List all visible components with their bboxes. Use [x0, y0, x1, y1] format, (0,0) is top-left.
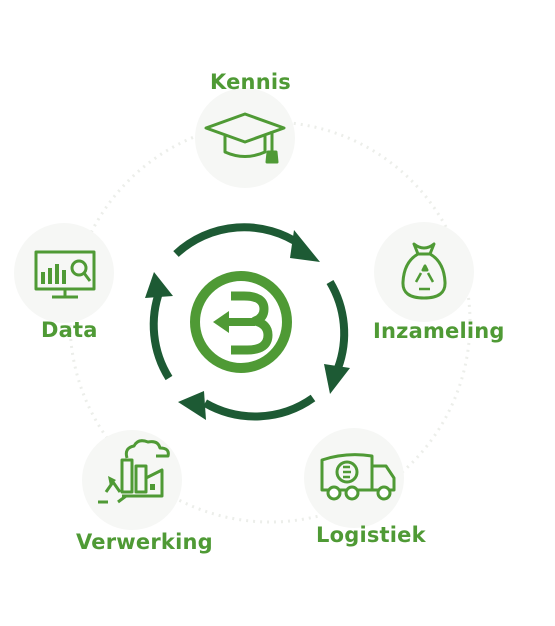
circular-arrows-icon [149, 223, 349, 421]
node-label-inzameling: Inzameling [373, 319, 505, 343]
brand-logo [190, 271, 292, 373]
node-label-logistiek: Logistiek [316, 523, 426, 547]
cycle-arrowheads [145, 230, 350, 420]
node-label-data: Data [41, 318, 98, 342]
node-label-kennis: Kennis [210, 70, 291, 94]
node-label-verwerking: Verwerking [76, 530, 213, 554]
factory-recycling-icon [98, 439, 170, 504]
recycling-bag-icon [401, 242, 447, 300]
icon-halos [14, 88, 474, 530]
garbage-truck-icon [320, 453, 396, 501]
outer-ring [68, 120, 472, 524]
graduation-cap-icon [204, 112, 286, 164]
monitor-chart-icon [34, 250, 96, 299]
